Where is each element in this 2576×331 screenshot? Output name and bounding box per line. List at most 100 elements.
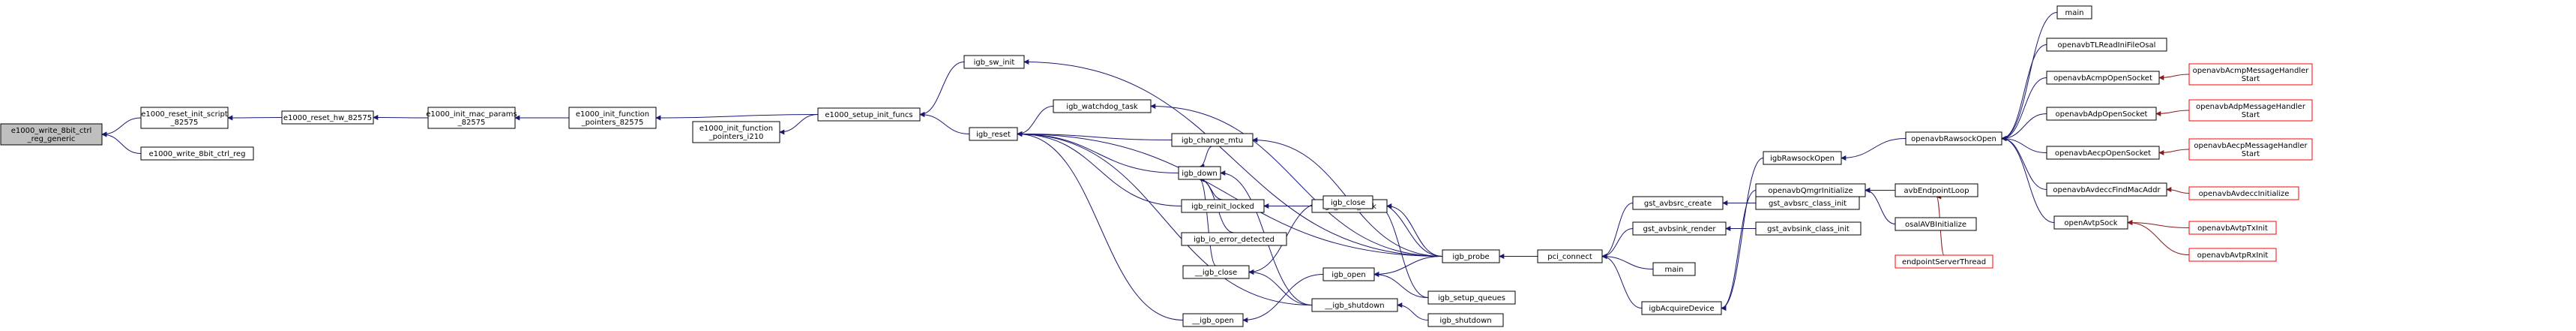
node-e1000-write-8bit-ctrl-reg[interactable]: e1000_write_8bit_ctrl_reg [140,146,254,161]
node-openavtpsock[interactable]: openAvtpSock [2053,215,2128,230]
node-box [2046,182,2167,197]
node-label: igbRawsockOpen [1770,155,1835,163]
node-igb-probe[interactable]: igb_probe [1442,249,1500,263]
node-igbacquiredevice[interactable]: igbAcquireDevice [1641,301,1722,315]
node-pci-connect[interactable]: pci_connect [1537,249,1603,263]
node-label: pci_connect [1547,253,1592,261]
edge-line [2127,220,2190,255]
edge-n_probe-to-n_igb_reset [1017,131,1443,257]
node-box [2056,5,2092,20]
node-openavbtlreadinifileosal[interactable]: openavbTLReadIniFileOsal [2046,38,2167,52]
node-box [1895,254,1993,269]
node-igb-shutdown[interactable]: __igb_shutdown [1311,298,1398,312]
edge-n_tl_readini-to-n_openavb_rawsock [2001,44,2047,141]
node-igb-watchdog-task[interactable]: igb_watchdog_task [1053,99,1152,113]
edge-n_openavb_rawsock-to-n_rawsock_open [1841,138,1907,161]
node-openavbavdeccinitialize[interactable]: openavbAvdeccInitialize [2188,186,2299,200]
node-e1000-init-function-pointers-i210[interactable]: e1000_init_function_pointers_i210 [692,121,780,143]
node-igb-reset[interactable]: igb_reset [969,127,1018,141]
node-igb-close[interactable]: __igb_close [1182,265,1250,279]
node-openavbrawsockopen[interactable]: openavbRawsockOpen [1905,131,2002,146]
node-e1000-init-function-pointers-82575[interactable]: e1000_init_function_pointers_82575 [568,107,657,129]
node-label: igb_open [1331,271,1365,279]
node-main[interactable]: main [2056,5,2092,20]
node-openavbqmgrinitialize[interactable]: openavbQmgrInitialize [1755,183,1866,197]
node-label: igb_sw_init [974,59,1015,67]
edge-n_down-to-n_igb_reset [1017,131,1179,173]
node-box [1905,131,2002,146]
node-label: openavbQmgrInitialize [1768,187,1853,195]
node-igb-sw-init[interactable]: igb_sw_init [963,55,1025,69]
edge-n_watchdog-to-n_igb_reset [1017,106,1054,137]
edge-n_probe-to-n_open [1373,256,1443,277]
edge-n_main2-to-n_openavb_rawsock [2001,12,2058,141]
node-box [1171,133,1254,147]
node-label: e1000_reset_init_script [141,110,228,119]
edge-line [373,115,429,121]
edge-line [1721,158,1764,311]
node-label: openavbAvtpRxInit [2197,251,2269,260]
node-box [2188,138,2313,161]
node-box [1895,183,1978,197]
node-gst-avbsink-render[interactable]: gst_avbsink_render [1632,221,1727,236]
node-igb-change-mtu[interactable]: igb_change_mtu [1171,133,1254,147]
edge-line [2001,136,2047,153]
node-openavbadpopensocket[interactable]: openavbAdpOpenSocket [2046,107,2157,121]
edge-line [1601,254,1643,308]
node-igb-shutdown[interactable]: igb_shutdown [1427,313,1504,327]
edge-line [2166,187,2190,194]
node-label: e1000_init_function [699,125,773,133]
node-igbrawsockopen[interactable]: igbRawsockOpen [1763,151,1842,165]
node-igb-setup-queues[interactable]: igb_setup_queues [1427,290,1516,305]
node-osalavbinitialize[interactable]: osalAVBInitialize [1895,217,1977,231]
node-openavbavtptxinit[interactable]: openavbAvtpTxInit [2188,221,2277,235]
node-igb-down[interactable]: igb_down [1178,166,1221,180]
node-gst-avbsrc-class-init[interactable]: gst_avbsrc_class_init [1755,196,1860,210]
node-e1000-write-8bit-ctrl-reg-generic[interactable]: e1000_write_8bit_ctrl_reg_generic [0,123,103,146]
edge-n_probe-to-n_sw_init [1023,59,1443,257]
node-igb-io-error-detected[interactable]: igb_io_error_detected [1181,232,1287,246]
edge-line [2001,113,2047,141]
node-e1000-setup-init-funcs[interactable]: e1000_setup_init_funcs [817,107,921,122]
node-e1000-init-mac-params-82575[interactable]: e1000_init_mac_params_82575 [426,107,517,129]
node-e1000-reset-hw-82575[interactable]: e1000_reset_hw_82575 [281,110,374,125]
node-openavbavdeccfindmacaddr[interactable]: openavbAvdeccFindMacAddr [2046,182,2167,197]
node-igb-open[interactable]: __igb_open [1182,313,1244,327]
node-igb-reinit-locked[interactable]: igb_reinit_locked [1181,199,1265,213]
edge-line [1017,131,1179,173]
node-label: main [1665,266,1684,274]
edge-line [779,114,819,135]
node-endpointserverthread[interactable]: endpointServerThread [1895,254,1993,269]
node-label: main [2065,9,2084,17]
node-label: gst_avbsrc_create [1644,200,1712,208]
node-openavbavtprxinit[interactable]: openavbAvtpRxInit [2188,248,2277,262]
node-box [1632,196,1724,210]
node-box [2046,38,2167,52]
edge-n_reset_init_script-to-root [101,117,142,137]
node-openavbaecpopensocket[interactable]: openavbAecpOpenSocket [2046,146,2160,160]
edge-n_avtp_tx-to-n_avtp_sock [2127,220,2190,228]
edge-n_adp_open-to-n_openavb_rawsock [2001,113,2047,141]
node-igb-open[interactable]: igb_open [1322,267,1375,281]
node-e1000-reset-init-script-82575[interactable]: e1000_reset_init_script_82575 [140,107,229,129]
node-label: avbEndpointLoop [1904,187,1969,195]
node-main[interactable]: main [1652,262,1696,276]
node-igb-close[interactable]: igb_close [1322,195,1373,209]
edge-n_init_mac-to-n_reset_hw [373,115,429,121]
node-box [1427,313,1504,327]
edge-n_avtp_sock-to-n_openavb_rawsock [2001,136,2055,223]
node-openavbacmpopensocket[interactable]: openavbAcmpOpenSocket [2046,71,2160,85]
edge-line [1248,269,1313,305]
node-avbendpointloop[interactable]: avbEndpointLoop [1895,183,1978,197]
edge-n_igb_reset-to-n_setup_init [919,112,970,134]
node-label: openavbAcmpOpenSocket [2053,74,2152,83]
node-gst-avbsrc-create[interactable]: gst_avbsrc_create [1632,196,1724,210]
edge-line [1017,131,1313,305]
node-gst-avbsink-class-init[interactable]: gst_avbsink_class_init [1755,221,1862,236]
edge-line [1601,228,1634,259]
node-box [1755,183,1866,197]
node-box [2053,215,2128,230]
